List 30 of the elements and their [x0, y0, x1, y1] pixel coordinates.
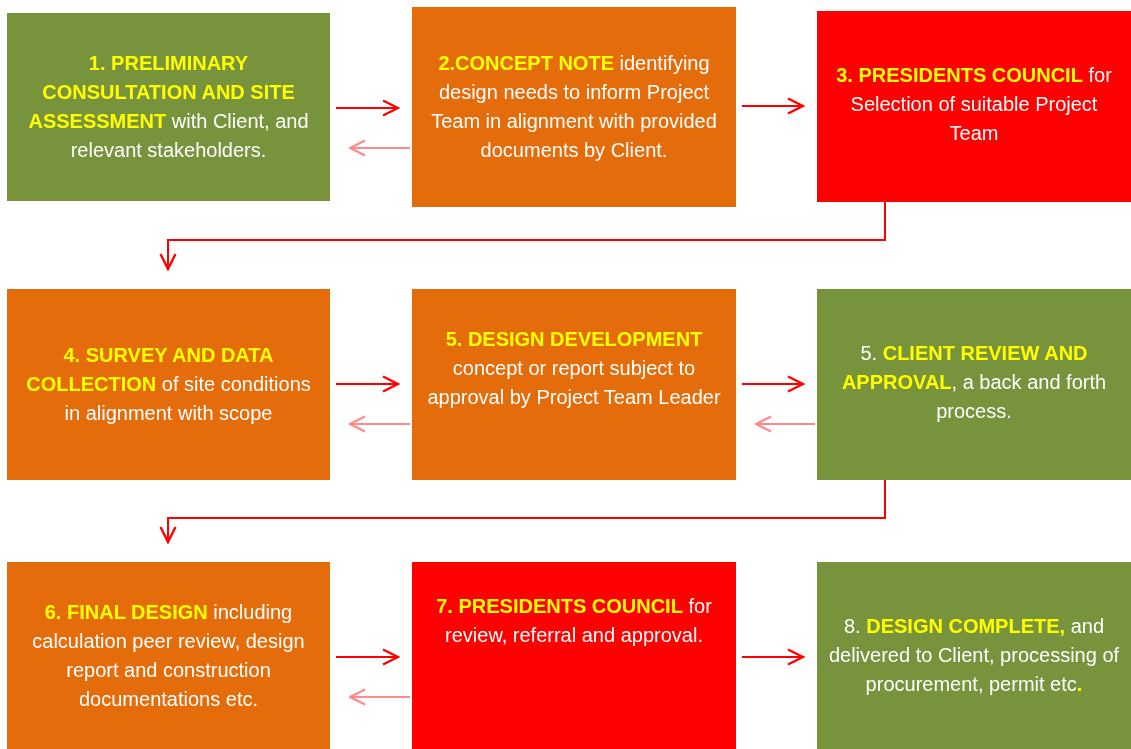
process-box [7, 562, 330, 749]
arrow [741, 375, 805, 393]
arrow [348, 139, 411, 157]
arrow [754, 415, 816, 433]
arrow [348, 688, 411, 706]
process-box [412, 562, 736, 749]
step-text: 6. FINAL DESIGN including calculation peer review, design report and construction documentations etc. [31, 599, 306, 712]
step-text: 2.CONCEPT NOTE identifying design needs to inform Project Team in alignment with provided documents by Client. [430, 51, 718, 163]
process-box [412, 289, 736, 480]
arrow [348, 415, 411, 433]
arrow [159, 479, 886, 544]
step-text: 1. PRELIMINARY CONSULTATION AND SITE ASSESSMENT with Client, and relevant stakeholders. [27, 51, 310, 163]
step-text: 3. PRESIDENTS COUNCIL for Selection of suitable Project Team [835, 63, 1113, 146]
process-box [7, 289, 330, 480]
process-box [7, 13, 330, 201]
process-box [412, 7, 736, 207]
step-text: 7. PRESIDENTS COUNCIL for review, referral and approval. [435, 594, 713, 648]
step-text: 5. DESIGN DEVELOPMENT concept or report subject to approval by Project Team Leader [426, 327, 722, 410]
step-text: 5. CLIENT REVIEW AND APPROVAL, a back and forth process. [840, 341, 1108, 424]
arrow [741, 97, 805, 115]
process-box [817, 289, 1131, 480]
step-text: 8. DESIGN COMPLETE, and delivered to Client, processing of procurement, permit etc. [827, 614, 1121, 697]
process-box [817, 11, 1131, 202]
arrow [335, 99, 400, 117]
arrow [335, 648, 400, 666]
arrow [159, 201, 886, 271]
arrow [335, 375, 400, 393]
process-box [817, 562, 1131, 749]
arrow [741, 648, 805, 666]
step-text: 4. SURVEY AND DATA COLLECTION of site conditions in alignment with scope [25, 343, 312, 426]
